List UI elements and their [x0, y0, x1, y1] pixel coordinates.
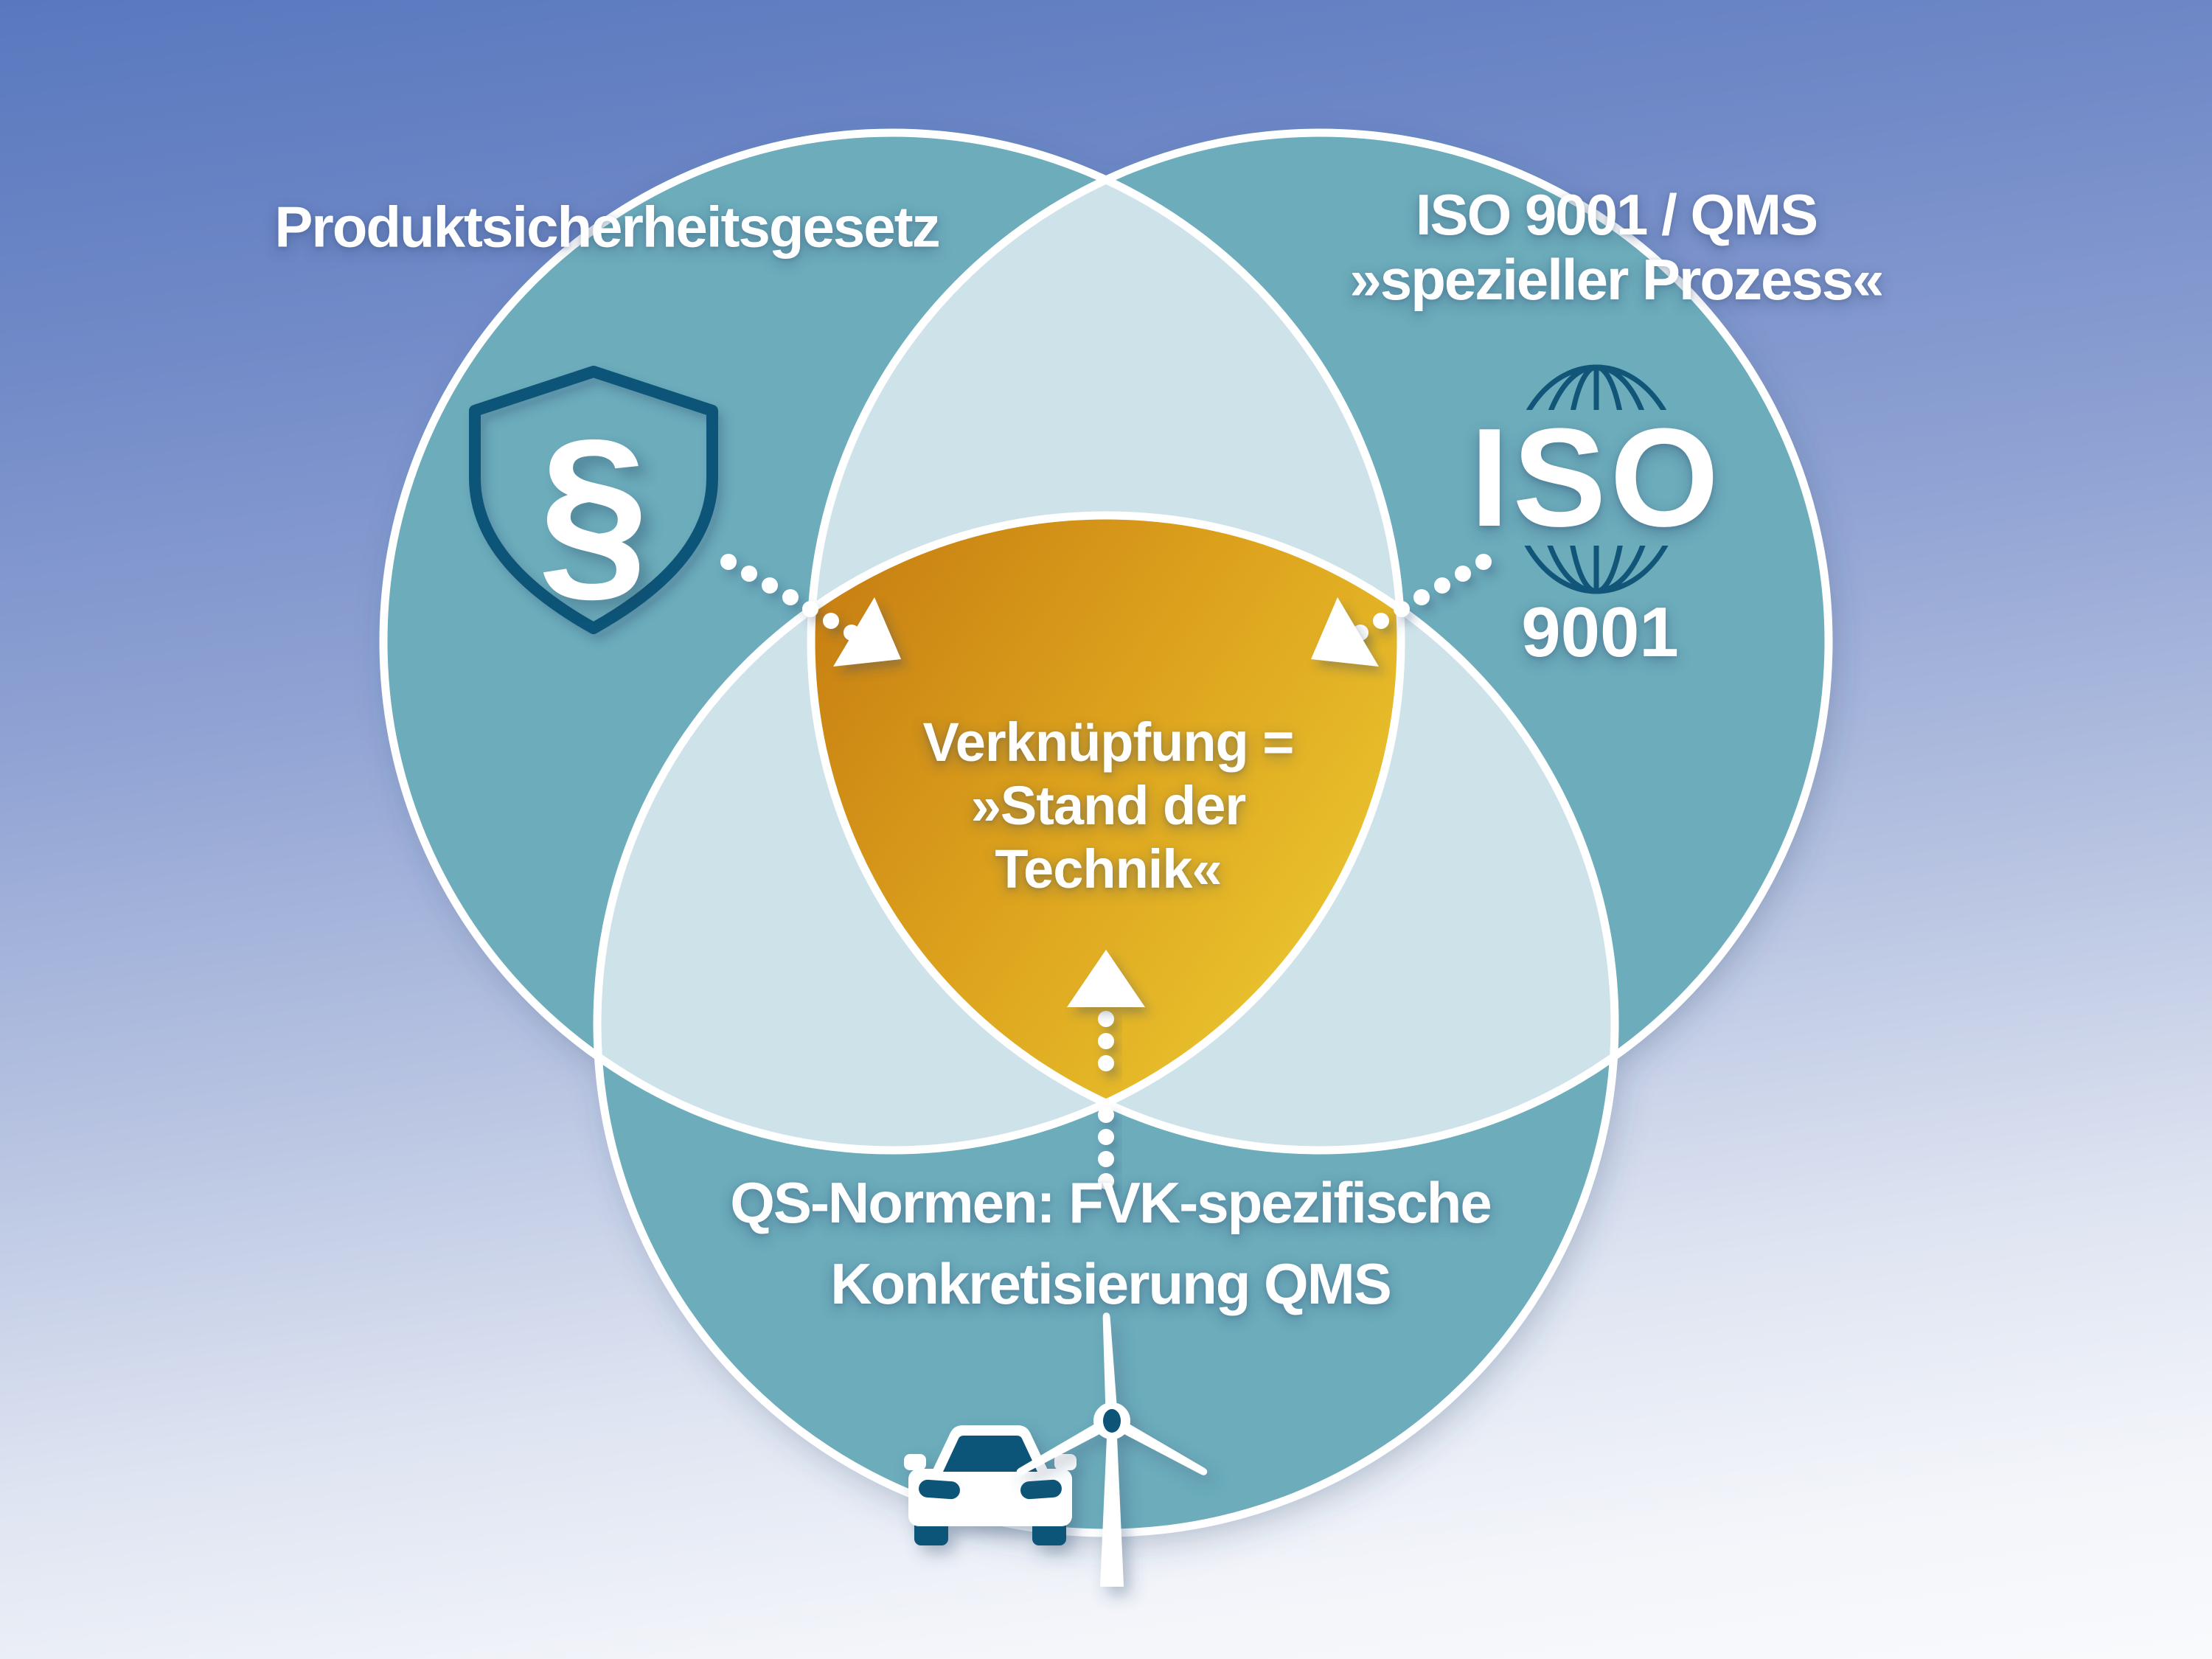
car-windshield	[943, 1436, 1037, 1472]
turbine-blades	[1016, 1312, 1208, 1475]
label-qs-standards-line1: QS-Normen: FVK-spezifische	[730, 1170, 1492, 1235]
turbine-hub-center	[1103, 1409, 1121, 1433]
arrow-bottom-icon	[1067, 950, 1145, 1007]
dotted-line-turbine	[1098, 1011, 1114, 1189]
iso-globe-icon	[1501, 364, 1691, 594]
paragraph-symbol: §	[538, 399, 650, 621]
label-iso-qms: ISO 9001 / QMS »spezieller Prozess«	[1349, 182, 1884, 312]
shield-outline	[469, 366, 718, 634]
turbine-tower	[1100, 1438, 1124, 1587]
wind-turbine-icon	[1016, 1312, 1208, 1587]
label-qs-standards-line2: Konkretisierung QMS	[830, 1251, 1391, 1316]
label-center-line3: Technik«	[995, 838, 1222, 900]
label-product-safety: Produktsicherheitsgesetz	[274, 194, 940, 260]
iso-globe-band	[1501, 410, 1691, 546]
label-center-intersection: Verknüpfung = »Stand der Technik«	[922, 711, 1294, 901]
arrow-right-icon	[1311, 597, 1379, 667]
car-mirror-right	[1054, 1454, 1077, 1470]
label-center-line1: Verknüpfung =	[922, 712, 1294, 773]
center-arrows	[833, 597, 1379, 1007]
dotted-line-iso	[1352, 554, 1492, 641]
car-icon	[904, 1425, 1077, 1545]
label-center-line2: »Stand der	[970, 775, 1246, 836]
car-headlight-left	[919, 1479, 960, 1500]
label-iso-qms-line1: ISO 9001 / QMS	[1415, 182, 1818, 247]
car-mirror-left	[904, 1454, 926, 1470]
label-qs-standards: QS-Normen: FVK-spezifische Konkretisieru…	[730, 1162, 1492, 1324]
iso-logo-text: ISO	[1470, 400, 1723, 556]
iso-logo-subtext: 9001	[1521, 593, 1679, 672]
car-headlight-right	[1020, 1479, 1062, 1500]
label-iso-qms-line2: »spezieller Prozess«	[1349, 247, 1884, 312]
shield-paragraph-icon	[469, 366, 718, 634]
arrow-left-icon	[833, 597, 901, 667]
